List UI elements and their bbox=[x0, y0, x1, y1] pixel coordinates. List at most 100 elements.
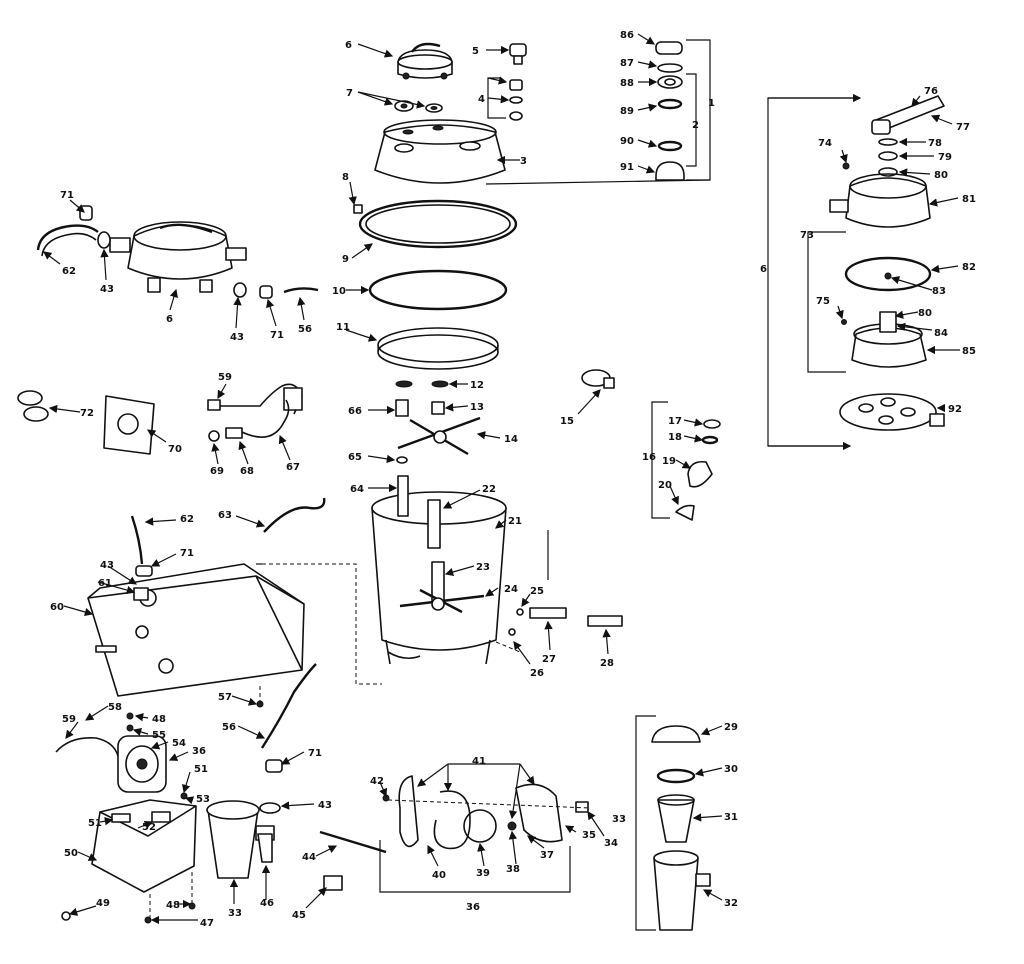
label-18: 18 bbox=[668, 432, 682, 443]
label-30: 30 bbox=[724, 764, 738, 775]
gasket-82 bbox=[844, 256, 932, 292]
label-47: 47 bbox=[200, 918, 214, 929]
label-24: 24 bbox=[504, 584, 518, 595]
tank-lid-3 bbox=[374, 119, 506, 184]
label-92: 92 bbox=[948, 404, 962, 415]
valve-cover-stack bbox=[655, 41, 685, 181]
label-37: 37 bbox=[540, 850, 554, 861]
label-26: 26 bbox=[530, 668, 544, 679]
label-69: 69 bbox=[210, 466, 224, 477]
label-86: 86 bbox=[620, 30, 634, 41]
elbow-46 bbox=[257, 833, 273, 863]
label-32: 32 bbox=[724, 898, 738, 909]
label-38: 38 bbox=[506, 864, 520, 875]
label-52: 52 bbox=[142, 822, 156, 833]
label-71c: 71 bbox=[180, 548, 194, 559]
label-77: 77 bbox=[956, 122, 970, 133]
part-27 bbox=[529, 607, 567, 619]
hose-62-left bbox=[130, 515, 144, 565]
washer-65 bbox=[396, 456, 408, 464]
adapter-71-top bbox=[79, 205, 93, 221]
label-10: 10 bbox=[332, 286, 346, 297]
switch-68 bbox=[225, 399, 290, 439]
label-7: 7 bbox=[346, 88, 353, 99]
manifold-14 bbox=[397, 416, 481, 456]
nut-48-top bbox=[126, 712, 134, 720]
label-85: 85 bbox=[962, 346, 976, 357]
label-83: 83 bbox=[932, 286, 946, 297]
label-82: 82 bbox=[962, 262, 976, 273]
label-54: 54 bbox=[172, 738, 186, 749]
label-68: 68 bbox=[240, 466, 254, 477]
label-70: 70 bbox=[168, 444, 182, 455]
label-12: 12 bbox=[470, 380, 484, 391]
multiport-valve-6 bbox=[109, 221, 247, 293]
part-55 bbox=[126, 724, 134, 732]
adapter-71-right bbox=[259, 285, 273, 299]
label-58: 58 bbox=[108, 702, 122, 713]
label-55: 55 bbox=[152, 730, 166, 741]
label-4: 4 bbox=[478, 94, 485, 105]
lateral-24 bbox=[399, 588, 485, 614]
valve-body-81 bbox=[829, 173, 931, 228]
label-43d: 43 bbox=[318, 800, 332, 811]
label-64: 64 bbox=[350, 484, 364, 495]
label-50: 50 bbox=[64, 848, 78, 859]
label-71a: 71 bbox=[60, 190, 74, 201]
label-71b: 71 bbox=[270, 330, 284, 341]
clamp-43-left bbox=[97, 231, 111, 249]
hose-62-top bbox=[36, 224, 99, 251]
label-33b: 33 bbox=[612, 814, 626, 825]
clamps-72 bbox=[17, 390, 49, 422]
o-ring-10 bbox=[368, 269, 508, 311]
label-3: 3 bbox=[520, 156, 527, 167]
label-15: 15 bbox=[560, 416, 574, 427]
fittings-4 bbox=[509, 79, 523, 121]
clamp-15 bbox=[581, 369, 615, 389]
label-25: 25 bbox=[530, 586, 544, 597]
label-63: 63 bbox=[218, 510, 232, 521]
label-22: 22 bbox=[482, 484, 496, 495]
label-74: 74 bbox=[818, 138, 832, 149]
adapter-71-left bbox=[135, 565, 153, 577]
label-11: 11 bbox=[336, 322, 350, 333]
pump-housing-41 bbox=[398, 775, 589, 850]
label-33a: 33 bbox=[228, 908, 242, 919]
label-56b: 56 bbox=[222, 722, 236, 733]
label-42: 42 bbox=[370, 776, 384, 787]
valve-base-92 bbox=[839, 393, 945, 431]
valve-top-6 bbox=[397, 42, 453, 80]
label-6b: 6 bbox=[166, 314, 173, 325]
fitting-45 bbox=[323, 875, 343, 891]
label-53: 53 bbox=[196, 794, 210, 805]
label-44: 44 bbox=[302, 852, 316, 863]
label-8: 8 bbox=[342, 172, 349, 183]
label-6c: 6 bbox=[760, 264, 767, 275]
label-5: 5 bbox=[472, 46, 479, 57]
label-65: 65 bbox=[348, 452, 362, 463]
label-43b: 43 bbox=[230, 332, 244, 343]
part-69 bbox=[208, 430, 220, 442]
label-89: 89 bbox=[620, 106, 634, 117]
label-90: 90 bbox=[620, 136, 634, 147]
label-31: 31 bbox=[724, 812, 738, 823]
hose-56-bottom bbox=[260, 663, 317, 749]
label-19: 19 bbox=[662, 456, 676, 467]
label-48a: 48 bbox=[152, 714, 166, 725]
clamp-43-right bbox=[233, 282, 247, 298]
clamp-43-bottom bbox=[259, 802, 281, 814]
connector-lines bbox=[256, 530, 549, 704]
label-13: 13 bbox=[470, 402, 484, 413]
label-75: 75 bbox=[816, 296, 830, 307]
label-84: 84 bbox=[934, 328, 948, 339]
label-71d: 71 bbox=[308, 748, 322, 759]
pipe-22 bbox=[427, 499, 441, 549]
label-79: 79 bbox=[938, 152, 952, 163]
label-14: 14 bbox=[504, 434, 518, 445]
label-72: 72 bbox=[80, 408, 94, 419]
label-73: 73 bbox=[800, 230, 814, 241]
label-1: 1 bbox=[708, 98, 715, 109]
fitting-20 bbox=[675, 504, 695, 521]
label-51b: 51 bbox=[88, 818, 102, 829]
label-23: 23 bbox=[476, 562, 490, 573]
